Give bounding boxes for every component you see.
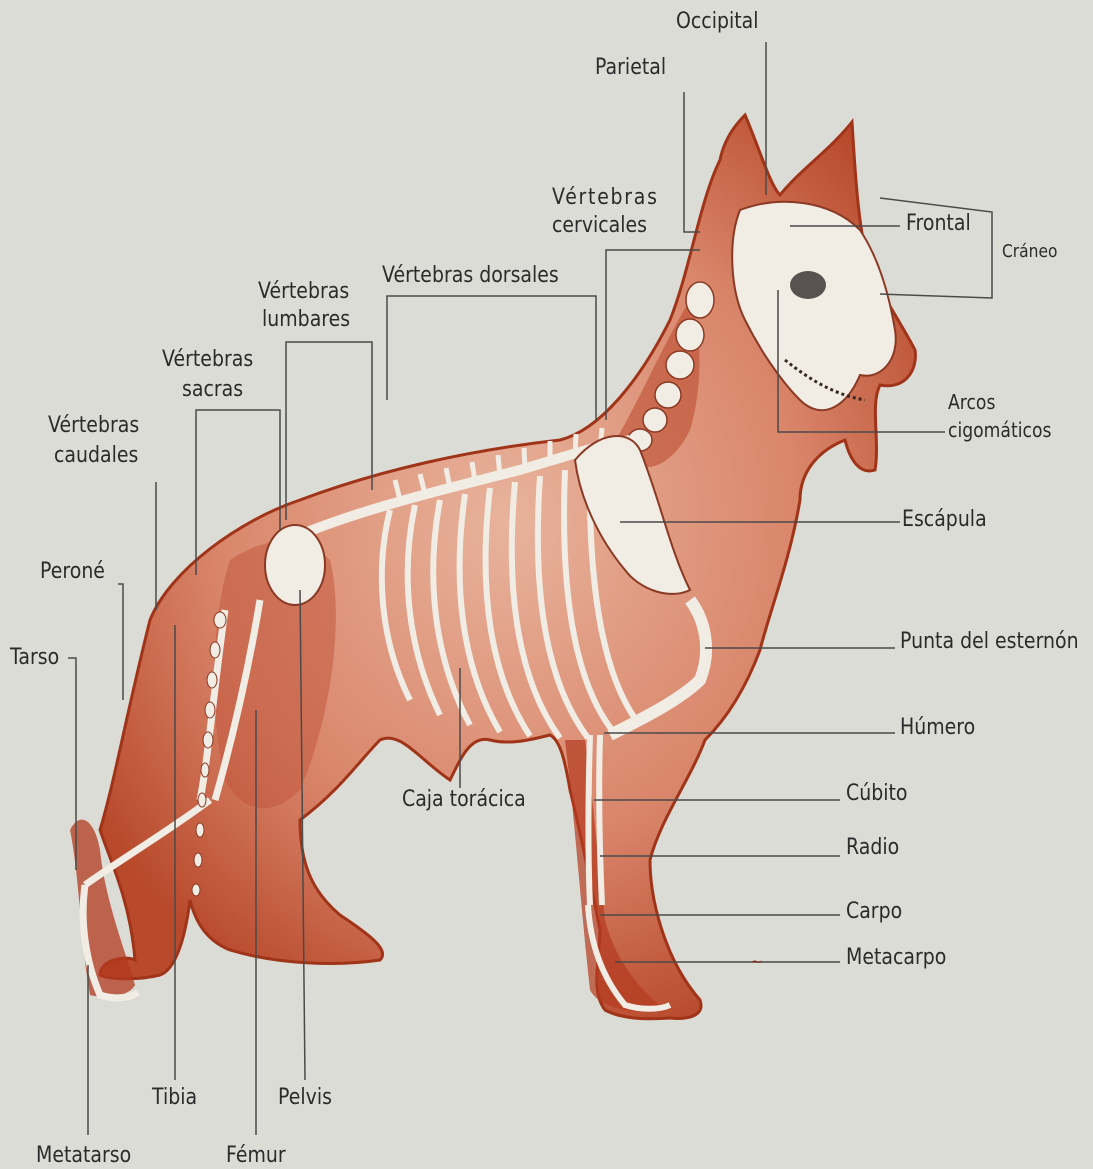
label-frontal: Frontal [906, 212, 971, 236]
label-caja-toracica: Caja torácica [402, 788, 526, 812]
label-cubito: Cúbito [846, 782, 907, 806]
label-punta-del-esternon: Punta del esternón [900, 630, 1079, 654]
label-vertebras-cervicales-line1: Vértebras [552, 186, 659, 210]
label-vertebras-sacras-line2: sacras [182, 378, 243, 402]
label-arcos-line1: Arcos [948, 390, 995, 414]
label-humero: Húmero [900, 716, 975, 740]
label-vertebras-sacras-line1: Vértebras [162, 348, 253, 372]
label-tibia: Tibia [152, 1086, 197, 1110]
label-parietal: Parietal [595, 56, 666, 80]
eye-orbit [790, 271, 826, 299]
label-occipital: Occipital [676, 10, 758, 34]
label-vertebras-lumbares-line1: Vértebras [258, 280, 349, 304]
label-metatarso: Metatarso [36, 1144, 131, 1168]
label-pelvis: Pelvis [278, 1086, 332, 1110]
label-vertebras-dorsales: Vértebras dorsales [382, 264, 559, 288]
label-craneo: Cráneo [1002, 240, 1057, 264]
label-vertebras-lumbares-line2: lumbares [262, 308, 350, 332]
pelvis-bone [265, 525, 325, 605]
label-carpo: Carpo [846, 900, 902, 924]
label-arcos-line2: cigomáticos [948, 418, 1051, 442]
label-radio: Radio [846, 836, 899, 860]
label-femur: Fémur [226, 1144, 286, 1168]
label-vertebras-caudales-line1: Vértebras [48, 414, 139, 438]
label-metacarpo: Metacarpo [846, 946, 946, 970]
label-tarso: Tarso [10, 646, 59, 670]
label-vertebras-cervicales-line2: cervicales [552, 214, 647, 238]
label-vertebras-caudales-line2: caudales [54, 444, 138, 468]
label-escapula: Escápula [902, 508, 987, 532]
label-perone: Peroné [40, 560, 105, 584]
artist-signature-mark: ~ [750, 952, 763, 971]
